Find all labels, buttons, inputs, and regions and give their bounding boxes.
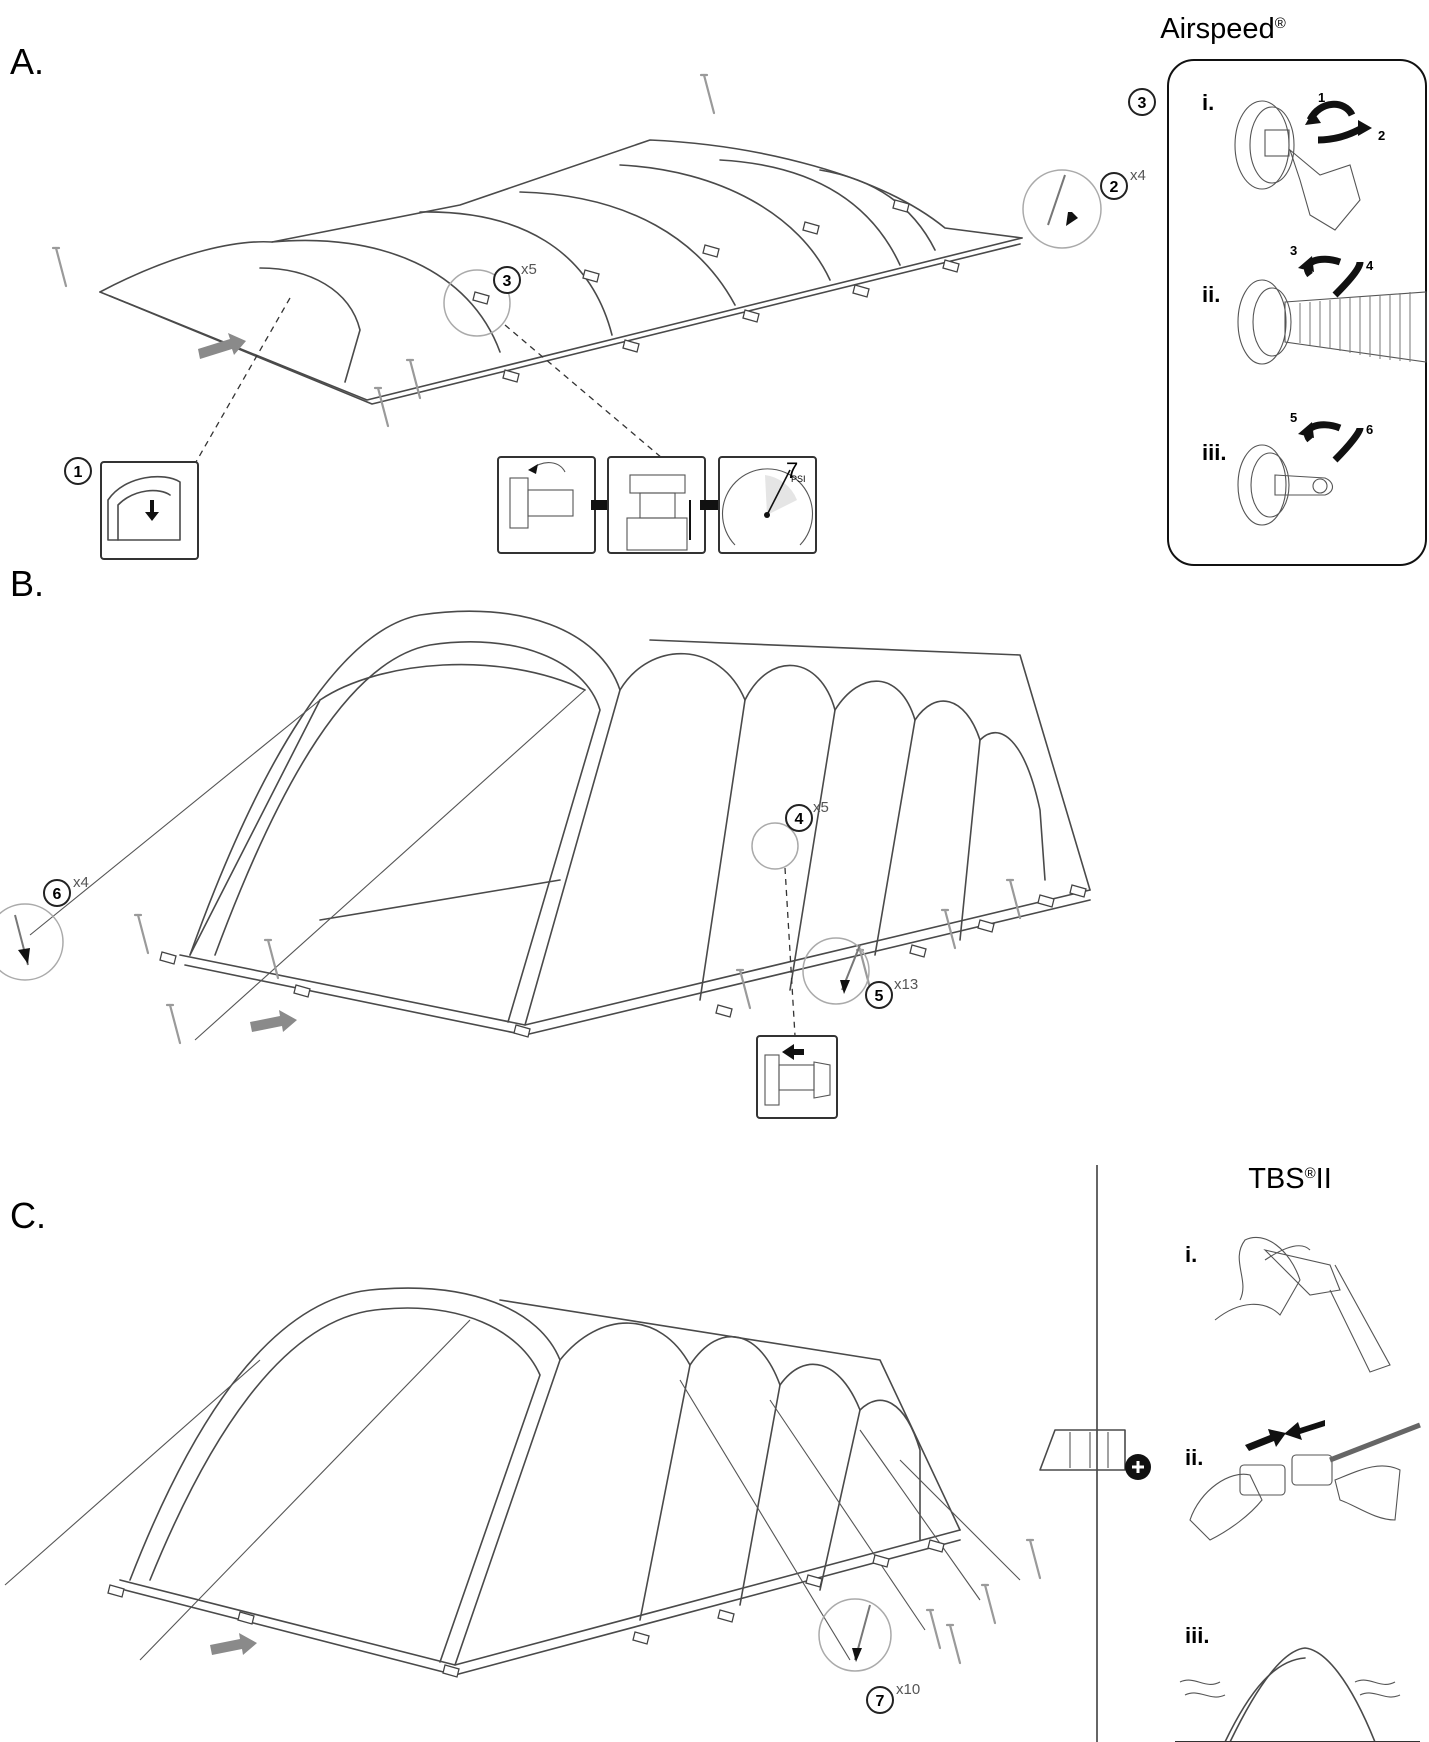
tbs-title: TBS®II: [1248, 1163, 1332, 1195]
pressure-gauge-box: 7 PSI: [718, 456, 817, 554]
svg-text:1: 1: [74, 464, 83, 481]
svg-text:4: 4: [795, 811, 804, 828]
svg-text:3: 3: [1290, 243, 1297, 258]
svg-text:5: 5: [1290, 410, 1297, 425]
svg-text:3: 3: [1138, 95, 1147, 112]
airspeed-panel-ii: ii.: [1202, 282, 1220, 307]
callout-6: 6 x4: [43, 874, 89, 907]
pump-box: [607, 456, 706, 554]
svg-text:x10: x10: [896, 1681, 920, 1698]
airspeed-panel-iii: iii.: [1202, 440, 1226, 465]
svg-text:x5: x5: [813, 799, 829, 816]
svg-text:1: 1: [1318, 90, 1325, 105]
valve-open-box: [497, 456, 596, 554]
callout-3: 3 x5: [493, 261, 537, 294]
section-a-label: A.: [10, 41, 44, 82]
tbs-panel-iii: iii.: [1185, 1623, 1209, 1648]
svg-text:2: 2: [1110, 179, 1119, 196]
section-c-label: C.: [10, 1195, 46, 1236]
svg-text:5: 5: [875, 988, 884, 1005]
svg-text:x4: x4: [1130, 167, 1146, 184]
section-a-illustration: [51, 73, 1102, 463]
svg-text:3: 3: [503, 273, 512, 290]
airspeed-step-callout: 3: [1128, 88, 1156, 116]
svg-text:2: 2: [1378, 128, 1385, 143]
svg-text:4: 4: [1366, 258, 1374, 273]
callout-1: 1: [64, 457, 92, 485]
tbs-buckle-illustration-ii: [1189, 1420, 1421, 1541]
callout-4: 4 x5: [785, 799, 829, 832]
tension-band-plus-icon: [1039, 1429, 1151, 1480]
airspeed-panel: [1167, 59, 1427, 566]
valve-illustration-iii: 5 6: [1237, 410, 1373, 526]
svg-text:x5: x5: [521, 261, 537, 278]
valve-illustration-i: 1 2: [1234, 90, 1385, 231]
svg-text:6: 6: [1366, 422, 1373, 437]
tbs-hand-illustration-i: [1214, 1236, 1391, 1373]
svg-text:x13: x13: [894, 976, 918, 993]
tbs-tent-wind-illustration-iii: [1175, 1647, 1420, 1742]
door-detail-box: [100, 461, 199, 560]
section-b-illustration: [0, 610, 1091, 1045]
callout-5: 5 x13: [865, 976, 918, 1009]
svg-text:7: 7: [876, 1693, 885, 1710]
svg-text:x4: x4: [73, 874, 89, 891]
callout-2: 2 x4: [1100, 167, 1146, 200]
airspeed-panel-i: i.: [1202, 90, 1214, 115]
section-b-label: B.: [10, 563, 44, 604]
valve-close-detail-box: [756, 1035, 838, 1119]
callout-7: 7 x10: [866, 1681, 920, 1714]
airspeed-title: Airspeed®: [1160, 13, 1286, 45]
svg-text:6: 6: [53, 886, 62, 903]
valve-illustration-ii: 3 4: [1237, 243, 1427, 365]
tbs-panel-i: i.: [1185, 1242, 1197, 1267]
section-c-illustration: [4, 1287, 1042, 1678]
tbs-panel-ii: ii.: [1185, 1445, 1203, 1470]
gauge-unit: PSI: [791, 474, 806, 484]
gauge-value: 7: [786, 458, 798, 483]
